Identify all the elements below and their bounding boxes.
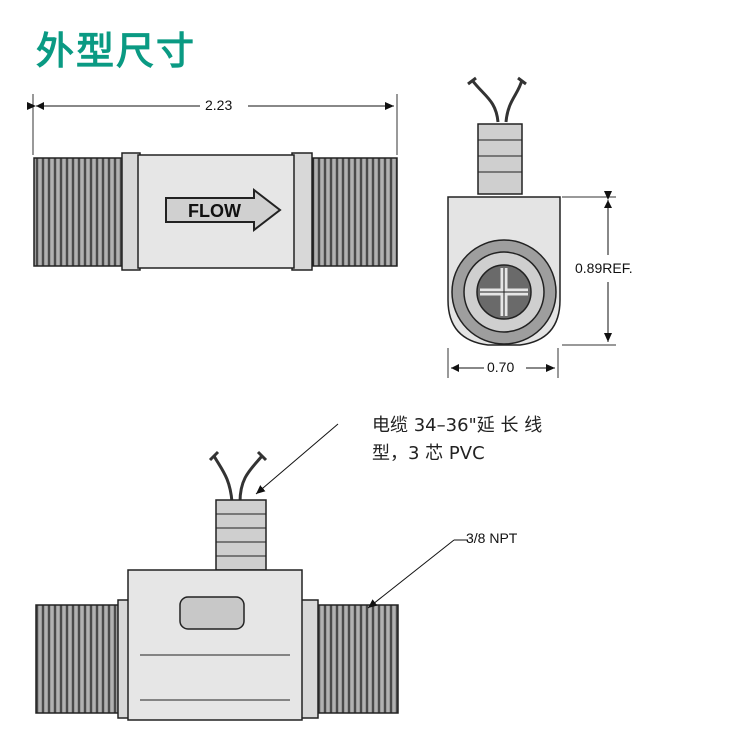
length-dimension: 2.23 (205, 97, 233, 113)
right-thread (312, 157, 398, 267)
front-left-thread (35, 604, 125, 714)
page-title: 外型尺寸 (36, 29, 197, 73)
flow-arrow (165, 187, 282, 233)
height-dimension: 0.89REF. (575, 260, 633, 276)
thread-callout: 3/8 NPT (466, 530, 518, 546)
cable-leader-line (255, 423, 339, 495)
front-view (35, 423, 468, 721)
cable-gland (477, 123, 523, 195)
left-thread (33, 157, 129, 267)
flow-label: FLOW (188, 201, 241, 221)
cable-callout-line2: 型，3 芯 PVC (372, 443, 485, 464)
front-cable-gland (215, 499, 267, 571)
front-right-thread (317, 604, 399, 714)
end-view (447, 76, 616, 378)
cable-callout: 电缆 34–36"延 长 线 型，3 芯 PVC (372, 412, 542, 468)
thread-leader-line (367, 539, 455, 609)
display-window (179, 596, 245, 630)
cable-callout-line1: 电缆 34–36"延 长 线 (372, 415, 543, 436)
front-body (127, 569, 303, 721)
side-view (27, 94, 398, 271)
width-dimension: 0.70 (487, 359, 515, 375)
